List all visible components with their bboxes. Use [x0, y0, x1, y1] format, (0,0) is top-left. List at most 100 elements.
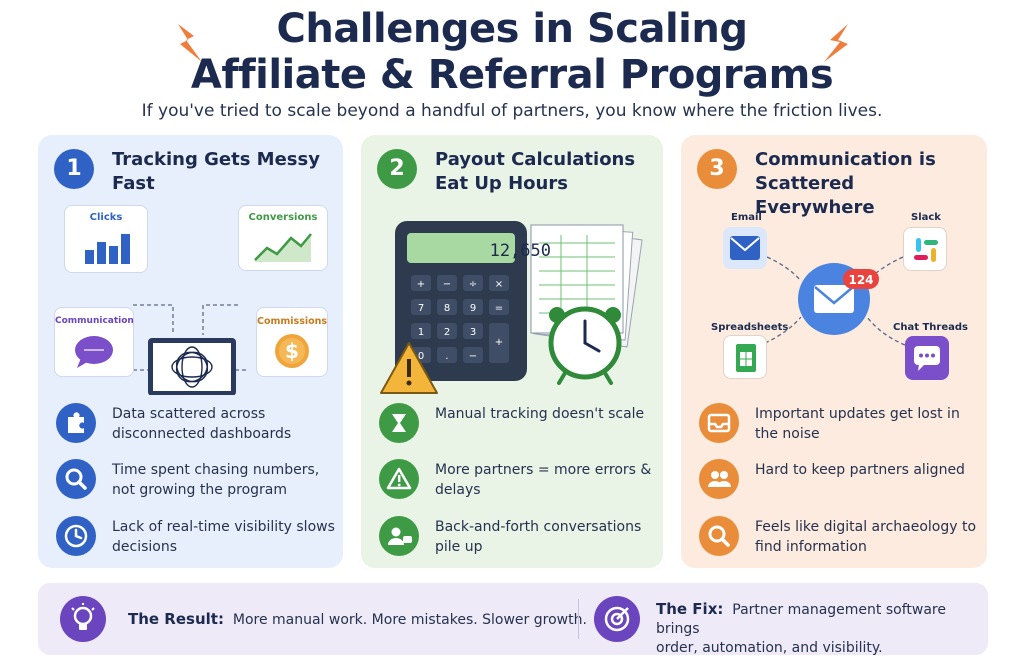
lightbulb-icon	[60, 596, 106, 642]
card-tracking: 1 Tracking Gets Messy Fast Clicks	[38, 135, 343, 568]
svg-text:9: 9	[470, 303, 476, 314]
warning-triangle-icon	[380, 342, 438, 394]
unread-count-badge: 124	[848, 273, 874, 287]
bar-chart-icon	[85, 234, 130, 264]
bullet-text: Important updates get lost in the noise	[755, 406, 960, 442]
svg-text:.: .	[445, 351, 448, 362]
svg-text:=: =	[495, 303, 503, 314]
fix-statement: The Fix: Partner management software bri…	[656, 600, 986, 658]
bullet-text: Time spent chasing numbers, not growing …	[112, 462, 320, 498]
card-title: Tracking Gets Messy Fast	[112, 149, 320, 194]
chat-tile	[905, 336, 949, 380]
bullet-text: More partners = more errors & delays	[435, 462, 652, 498]
bullet-text: Hard to keep partners aligned	[755, 462, 965, 478]
payout-illustration: + − ÷ × 7 8 9 = 1 2 3 + 0. −	[380, 221, 643, 394]
svg-text:2: 2	[444, 327, 450, 338]
svg-text:+: +	[417, 279, 425, 290]
bullet-text: Data scattered across disconnected dashb…	[112, 406, 292, 442]
card-communication: 3 Communication is Scattered Everywhere …	[681, 135, 987, 568]
svg-text:+: +	[495, 337, 503, 348]
slack-tile	[903, 227, 947, 271]
tracking-illustration	[133, 304, 246, 395]
tangled-lines-icon	[171, 346, 213, 388]
footer-divider	[578, 599, 579, 639]
bullet-text: Back-and-forth conversations pile up	[435, 519, 642, 555]
fix-text-line-1: Partner management software brings	[656, 602, 946, 637]
card-number: 3	[697, 149, 737, 189]
commissions-tile: Commissions $	[256, 307, 328, 377]
bullet-text: Lack of real-time visibility slows decis…	[112, 519, 335, 555]
lightning-bolt-icon	[824, 24, 848, 62]
user-chat-icon	[379, 516, 419, 556]
calculator-display: 12,650	[489, 241, 551, 261]
card-number: 1	[54, 149, 94, 189]
bullet-text: Feels like digital archaeology to find i…	[755, 519, 977, 555]
page-title-line-1: Challenges in Scaling	[276, 6, 748, 52]
email-envelope-icon	[814, 285, 854, 313]
svg-text:−: −	[469, 351, 477, 362]
list-item: Data scattered across disconnected dashb…	[56, 403, 336, 447]
clock-icon	[56, 516, 96, 556]
users-icon	[699, 459, 739, 499]
slack-label: Slack	[911, 212, 941, 223]
slack-icon	[914, 238, 938, 262]
list-item: Time spent chasing numbers, not growing …	[56, 459, 336, 503]
svg-text:3: 3	[470, 327, 476, 338]
chat-icon	[914, 346, 940, 371]
search-icon	[699, 516, 739, 556]
svg-text:÷: ÷	[469, 279, 477, 290]
clicks-tile: Clicks	[64, 205, 148, 273]
spreadsheet-icon	[736, 344, 756, 372]
list-item: Feels like digital archaeology to find i…	[699, 516, 979, 560]
svg-text:$: $	[285, 339, 299, 363]
spreadsheet-tile	[723, 335, 767, 379]
puzzle-icon	[56, 403, 96, 443]
svg-text:7: 7	[418, 303, 424, 314]
bullet-text: Manual tracking doesn't scale	[435, 406, 645, 422]
alarm-clock-icon	[548, 306, 622, 385]
result-statement: The Result: More manual work. More mista…	[128, 610, 587, 630]
result-text: More manual work. More mistakes. Slower …	[232, 612, 587, 628]
communication-illustration	[764, 256, 906, 346]
card-title: Communication is Scattered Everywhere	[755, 149, 936, 218]
svg-text:0: 0	[418, 351, 424, 362]
list-item: Manual tracking doesn't scale	[379, 403, 659, 447]
list-item: Back-and-forth conversations pile up	[379, 516, 659, 560]
commissions-label: Commissions	[257, 316, 328, 327]
communication-label: Communication	[55, 316, 134, 326]
line-chart-icon	[254, 233, 312, 262]
list-item: Lack of real-time visibility slows decis…	[56, 516, 336, 560]
conversions-tile: Conversions	[238, 205, 328, 271]
svg-text:−: −	[443, 279, 451, 290]
spreadsheets-label: Spreadsheets	[711, 322, 789, 333]
card-title: Payout Calculations Eat Up Hours	[435, 149, 636, 194]
card-number: 2	[377, 149, 417, 189]
result-label: The Result:	[128, 610, 224, 628]
svg-text:8: 8	[444, 303, 450, 314]
svg-text:×: ×	[495, 279, 503, 290]
lightning-bolt-icon	[178, 24, 202, 62]
list-item: More partners = more errors & delays	[379, 459, 659, 503]
calculator-icon: + − ÷ × 7 8 9 = 1 2 3 + 0. −	[395, 221, 527, 381]
email-label: Email	[731, 212, 762, 223]
inbox-icon	[699, 403, 739, 443]
communication-tile: Communication	[54, 307, 134, 377]
list-item: Important updates get lost in the noise	[699, 403, 979, 447]
list-item: Hard to keep partners aligned	[699, 459, 979, 503]
search-icon	[56, 459, 96, 499]
conversions-label: Conversions	[248, 212, 318, 223]
email-icon	[730, 236, 760, 260]
email-tile	[723, 227, 767, 269]
warning-icon	[379, 459, 419, 499]
chat-bubble-icon	[75, 336, 113, 368]
summary-footer: The Result: More manual work. More mista…	[38, 583, 988, 658]
card-payout: 2 Payout Calculations Eat Up Hours	[361, 135, 663, 568]
fix-label: The Fix:	[656, 600, 724, 618]
dollar-coin-icon: $	[275, 334, 309, 368]
fix-text-line-2: order, automation, and visibility.	[656, 640, 883, 656]
svg-text:1: 1	[418, 327, 424, 338]
chat-threads-label: Chat Threads	[893, 322, 968, 333]
target-icon	[594, 596, 640, 642]
page-title-line-2: Affiliate & Referral Programs	[190, 52, 834, 98]
clicks-label: Clicks	[89, 212, 123, 223]
